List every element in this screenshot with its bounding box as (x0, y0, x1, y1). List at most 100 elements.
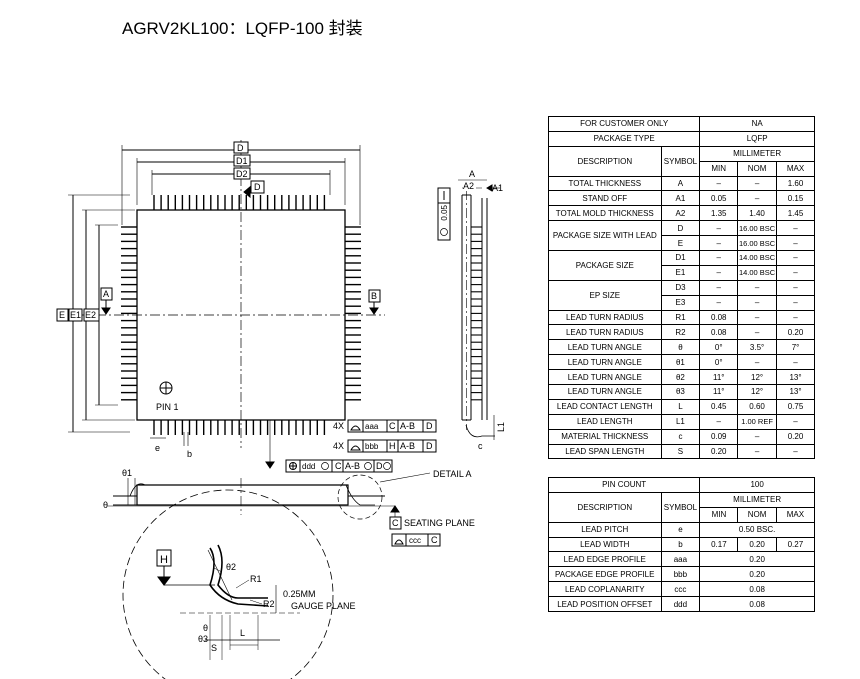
sym-header: SYMBOL (660, 145, 701, 177)
fcf-aaa: 4X aaa C A-B D (333, 419, 437, 433)
side-leads (471, 226, 482, 401)
dim-E-label: E (59, 310, 65, 320)
row-sym: aaa (660, 551, 701, 568)
dimension-table: FOR CUSTOMER ONLY NA PACKAGE TYPE LQFP D… (547, 116, 815, 460)
datum-H-label: H (160, 554, 168, 566)
datum-D-label: D (254, 182, 261, 192)
R2-label: R2 (263, 599, 275, 609)
row-desc: MATERIAL THICKNESS (548, 428, 662, 445)
pitch-desc: LEAD PITCH (548, 521, 662, 538)
table-row: E–16.00 BSC– (549, 235, 815, 252)
width-sym: b (660, 536, 701, 553)
min-header-2: MIN (699, 506, 739, 523)
row-nom: – (737, 324, 778, 341)
row-nom: – (737, 279, 778, 296)
svg-text:ddd: ddd (302, 462, 315, 471)
row-desc: PACKAGE SIZE WITH LEAD (548, 220, 662, 252)
svg-text:ccc: ccc (409, 536, 421, 545)
row-sym: c (660, 428, 701, 445)
dim-b-label: b (187, 449, 192, 459)
dim-A-side: A (469, 169, 475, 179)
svg-text:bbb: bbb (365, 442, 379, 451)
row-nom: 16.00 BSC (737, 235, 778, 252)
row-min: 0.08 (699, 324, 739, 341)
row-min: 11° (699, 369, 739, 386)
row-sym: θ (660, 339, 701, 356)
svg-text:D: D (376, 461, 383, 471)
unit-header-2: MILLIMETER (699, 491, 815, 508)
row-max: 7° (776, 339, 815, 356)
row-nom: 12° (737, 369, 778, 386)
row-nom: – (737, 294, 778, 311)
row-sym: ddd (660, 596, 701, 613)
row-sym: D3 (660, 279, 701, 296)
row-min: – (699, 235, 739, 252)
gauge-plane-label: GAUGE PLANE (291, 601, 356, 611)
row-min: – (699, 220, 739, 237)
row-desc: LEAD TURN ANGLE (548, 339, 662, 356)
unit-header: MILLIMETER (699, 145, 815, 162)
pin-count-label: PIN COUNT (547, 477, 701, 493)
row-max: 1.45 (776, 205, 815, 222)
min-header: MIN (699, 160, 739, 177)
row-nom: – (737, 443, 778, 460)
row-sym: A2 (660, 205, 701, 222)
row-min: – (699, 413, 739, 430)
row-max: – (776, 354, 815, 371)
row-min: 0.08 (699, 309, 739, 326)
width-desc: LEAD WIDTH (548, 536, 662, 553)
row-value: 0.08 (699, 581, 815, 598)
nom-header-2: NOM (737, 506, 777, 523)
row-min: 11° (699, 384, 739, 400)
svg-text:A-B: A-B (400, 421, 415, 431)
svg-text:A-B: A-B (345, 461, 360, 471)
customer-value: NA (699, 116, 815, 132)
gauge-dim-label: 0.25MM (283, 589, 316, 599)
svg-text:C: C (389, 421, 396, 431)
datum-B-label: B (371, 291, 377, 301)
theta1-front: θ1 (122, 468, 132, 478)
row-sym: θ2 (660, 369, 701, 386)
row-nom: – (737, 175, 778, 192)
row-max: – (776, 264, 815, 281)
row-nom: 14.00 BSC (737, 264, 778, 281)
row-sym: θ3 (660, 384, 701, 400)
svg-text:D: D (426, 421, 433, 431)
row-desc: EP SIZE (548, 279, 662, 311)
dim-e-label: e (155, 443, 160, 453)
dim-A1-side: A1 (492, 183, 503, 193)
row-min: 0.45 (699, 398, 739, 415)
row-nom: 14.00 BSC (737, 250, 778, 266)
row-sym: A1 (660, 190, 701, 207)
theta-front: θ (103, 500, 108, 510)
sym-header-2: SYMBOL (660, 491, 701, 523)
theta3-label: θ3 (198, 634, 208, 644)
customer-label: FOR CUSTOMER ONLY (547, 116, 701, 132)
top-view: PIN 1 D D1 D2 D E E1 E2 (56, 140, 437, 473)
row-desc: LEAD TURN ANGLE (548, 369, 662, 386)
dim-D1-label: D1 (236, 156, 248, 166)
width-max: 0.27 (775, 536, 816, 553)
row-desc: STAND OFF (548, 190, 662, 207)
row-min: 0.20 (699, 443, 739, 460)
fcf-bbb: 4X bbb H A-B D (333, 439, 437, 453)
row-max: – (776, 443, 815, 460)
row-desc: LEAD SPAN LENGTH (548, 443, 662, 460)
row-max: – (776, 279, 815, 296)
S-label: S (211, 643, 217, 653)
svg-text:C: C (335, 461, 342, 471)
row-sym: R1 (660, 309, 701, 326)
row-desc: LEAD TURN RADIUS (548, 324, 662, 341)
row-desc: LEAD EDGE PROFILE (548, 551, 662, 568)
position-symbol-icon (289, 462, 297, 470)
